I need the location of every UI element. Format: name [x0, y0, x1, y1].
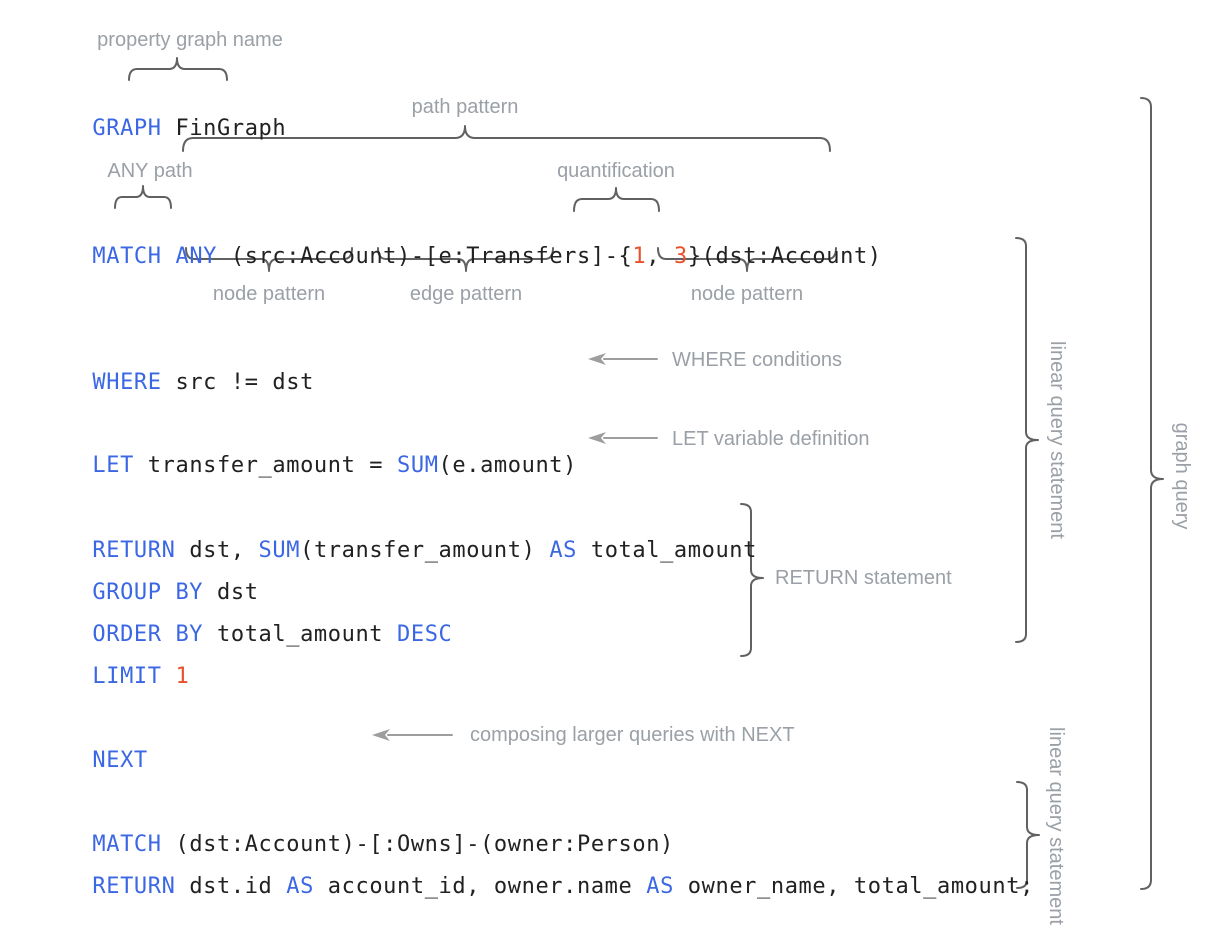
label-return-statement: RETURN statement — [775, 567, 952, 589]
keyword-graph: GRAPH — [92, 116, 162, 141]
quantifier-upper-bound: 3 — [673, 244, 688, 269]
brace-quantification — [573, 187, 660, 212]
keyword-order-by: ORDER BY — [92, 622, 204, 647]
code-line-match-1: MATCH ANY (src:Account)-[e:Transfers]-{1… — [37, 218, 882, 296]
token: account_id, owner.name — [313, 874, 647, 899]
label-node-pattern-src: node pattern — [212, 283, 326, 305]
token — [162, 664, 176, 689]
keyword-return: RETURN — [92, 874, 176, 899]
token: (transfer_amount) — [300, 538, 550, 563]
token: src != dst — [161, 370, 314, 395]
brace-any-path — [114, 185, 172, 209]
label-any-path: ANY path — [107, 160, 193, 182]
label-linear-query-statement-2: linear query statement — [1045, 727, 1067, 925]
code-line-return-2: RETURN dst.id AS account_id, owner.name … — [37, 848, 1034, 926]
keyword-return: RETURN — [92, 538, 176, 563]
quantifier-lower-bound: 1 — [632, 244, 647, 269]
next-arrow-head — [372, 729, 390, 741]
token: transfer_amount = — [133, 453, 397, 478]
token: , — [646, 244, 674, 269]
token: owner_name, total_amount; — [673, 874, 1034, 899]
brace-graph-query — [1140, 97, 1164, 890]
code-line-limit: LIMIT 1 — [37, 638, 189, 716]
code-line-return-1: RETURN dst, SUM(transfer_amount) AS tota… — [37, 512, 757, 590]
label-let-variable-definition: LET variable definition — [672, 428, 870, 450]
graph-name: FinGraph — [161, 116, 287, 141]
keyword-match: MATCH — [92, 244, 162, 269]
label-composing-next: composing larger queries with NEXT — [470, 724, 795, 746]
token: dst, — [175, 538, 259, 563]
token: (dst:Account)-[:Owns]-(owner:Person) — [161, 832, 674, 857]
label-where-conditions: WHERE conditions — [672, 349, 843, 371]
label-edge-pattern: edge pattern — [409, 283, 523, 305]
code-line-group-by: GROUP BY dst — [37, 554, 259, 632]
keyword-as: AS — [549, 538, 578, 563]
keyword-group-by: GROUP BY — [92, 580, 204, 605]
code-line-next: NEXT — [37, 722, 148, 800]
label-quantification: quantification — [557, 160, 675, 182]
keyword-as: AS — [286, 874, 314, 899]
token: dst — [203, 580, 259, 605]
keyword-desc: DESC — [397, 622, 453, 647]
token: }(dst:Account) — [687, 244, 882, 269]
label-path-pattern: path pattern — [411, 96, 519, 118]
keyword-let: LET — [92, 453, 134, 478]
code-line-match-2: MATCH (dst:Account)-[:Owns]-(owner:Perso… — [37, 806, 674, 884]
limit-value: 1 — [175, 664, 190, 689]
keyword-next: NEXT — [92, 748, 148, 773]
label-property-graph-name: property graph name — [97, 29, 283, 51]
keyword-sum: SUM — [397, 453, 439, 478]
keyword-as: AS — [646, 874, 674, 899]
keyword-any: ANY — [175, 244, 218, 269]
token: total_amount — [577, 538, 758, 563]
label-node-pattern-dst: node pattern — [690, 283, 804, 305]
where-arrow-head — [588, 353, 606, 365]
keyword-limit: LIMIT — [92, 664, 162, 689]
keyword-where: WHERE — [92, 370, 162, 395]
let-arrow-head — [588, 432, 606, 444]
token: total_amount — [203, 622, 397, 647]
label-linear-query-statement-1: linear query statement — [1046, 341, 1068, 539]
keyword-sum: SUM — [258, 538, 301, 563]
keyword-match: MATCH — [92, 832, 162, 857]
code-line-order-by: ORDER BY total_amount DESC — [37, 596, 452, 674]
brace-property-graph-name — [128, 57, 228, 81]
label-graph-query: graph query — [1171, 422, 1193, 530]
code-line-where: WHERE src != dst — [37, 344, 314, 422]
code-line-let: LET transfer_amount = SUM(e.amount) — [37, 427, 577, 505]
code-line-graph: GRAPH FinGraph — [37, 90, 286, 168]
brace-linear-query-statement-1 — [1015, 237, 1039, 643]
token — [162, 244, 176, 269]
token: (e.amount) — [438, 453, 577, 478]
token: dst.id — [175, 874, 287, 899]
token: (src:Account)-[e:Transfers]-{ — [217, 244, 633, 269]
